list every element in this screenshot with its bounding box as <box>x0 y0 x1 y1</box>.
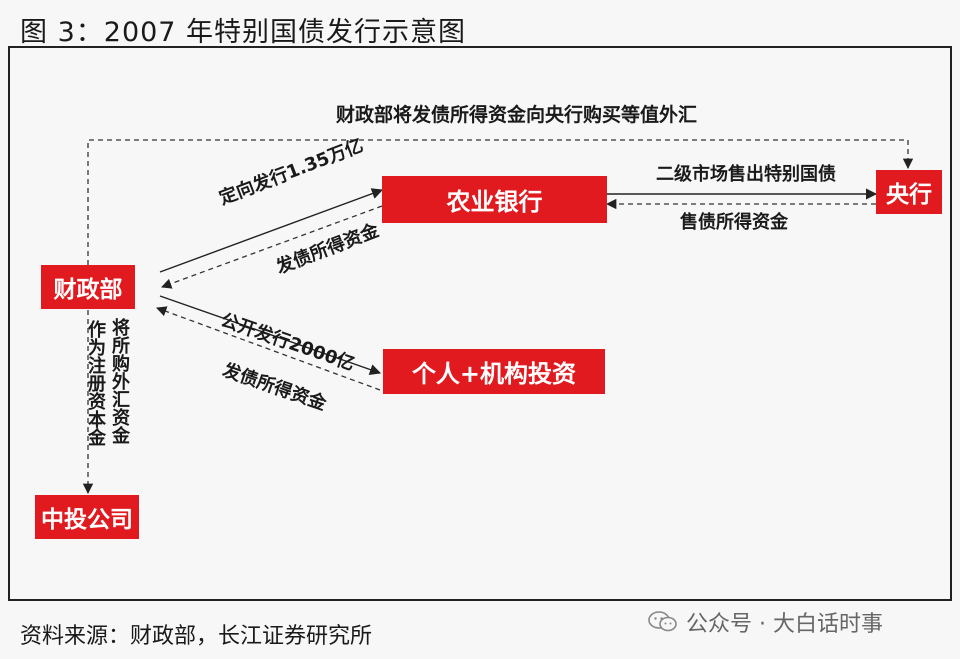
label-registered-capital: 作为注册资本金 <box>85 320 106 446</box>
top-loop-arrow <box>87 139 914 265</box>
label-sale-proceeds: 售债所得资金 <box>680 212 788 233</box>
watermark: 公众号 · 大白话时事 <box>648 606 883 638</box>
label-top-loop: 财政部将发债所得资金向央行购买等值外汇 <box>336 104 698 126</box>
node-cic: 中投公司 <box>35 495 139 539</box>
figure-frame <box>8 48 952 601</box>
node-abc-bank: 农业银行 <box>382 176 607 223</box>
top-rule <box>8 46 952 48</box>
node-central-bank: 央行 <box>876 170 942 214</box>
public-issue-arrow <box>159 295 382 375</box>
label-secondary-market: 二级市场售出特别国债 <box>656 164 836 185</box>
figure-title: 图 3：2007 年特别国债发行示意图 <box>20 17 467 48</box>
directed-issue-arrow <box>159 188 384 273</box>
label-fx-transfer: 将所购外汇资金 <box>109 318 130 444</box>
watermark-text: 公众号 · 大白话时事 <box>686 612 883 637</box>
wechat-icon <box>648 611 678 633</box>
directed-proceeds-arrow <box>161 205 383 289</box>
public-proceeds-arrow <box>156 306 381 391</box>
node-finance-ministry: 财政部 <box>41 265 135 309</box>
node-investors: 个人+机构投资 <box>383 349 605 394</box>
source-note: 资料来源：财政部，长江证券研究所 <box>20 624 373 649</box>
